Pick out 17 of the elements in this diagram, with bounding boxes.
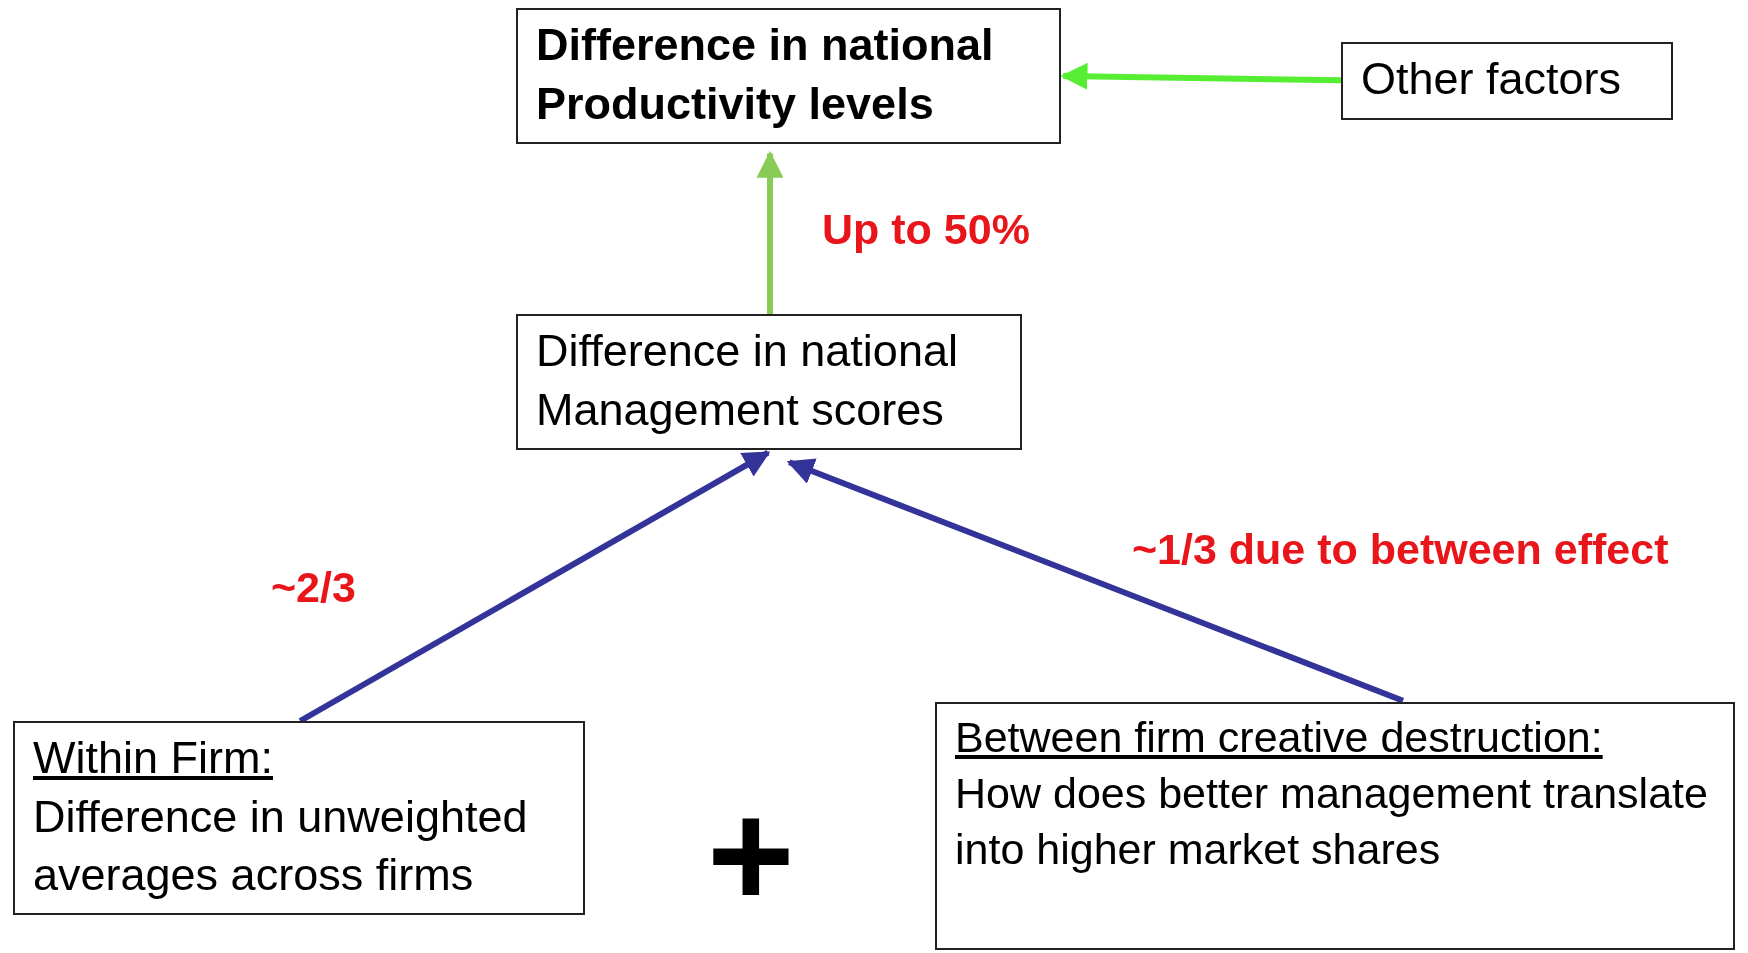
arrow [1060, 62, 1342, 90]
box-heading: Between firm creative destruction: [955, 712, 1604, 763]
text-box [516, 314, 1022, 450]
arrow [756, 150, 784, 314]
box-text: Other factors [1361, 52, 1623, 106]
text-box [1341, 42, 1673, 120]
box-text: Difference in national Productivity levels [536, 18, 995, 131]
box-heading: Within Firm: [33, 731, 274, 785]
arrow [298, 450, 771, 724]
text-box [935, 702, 1735, 950]
box-text: Difference in unweighted averages across firms [33, 789, 529, 902]
arrow [786, 458, 1405, 704]
box-text: Difference in national Management scores [536, 324, 959, 437]
box-text: How does better management translate into higher market shares [955, 767, 1709, 875]
text-box [13, 721, 585, 915]
plus-sign: + [707, 780, 795, 930]
text-box [516, 8, 1061, 144]
